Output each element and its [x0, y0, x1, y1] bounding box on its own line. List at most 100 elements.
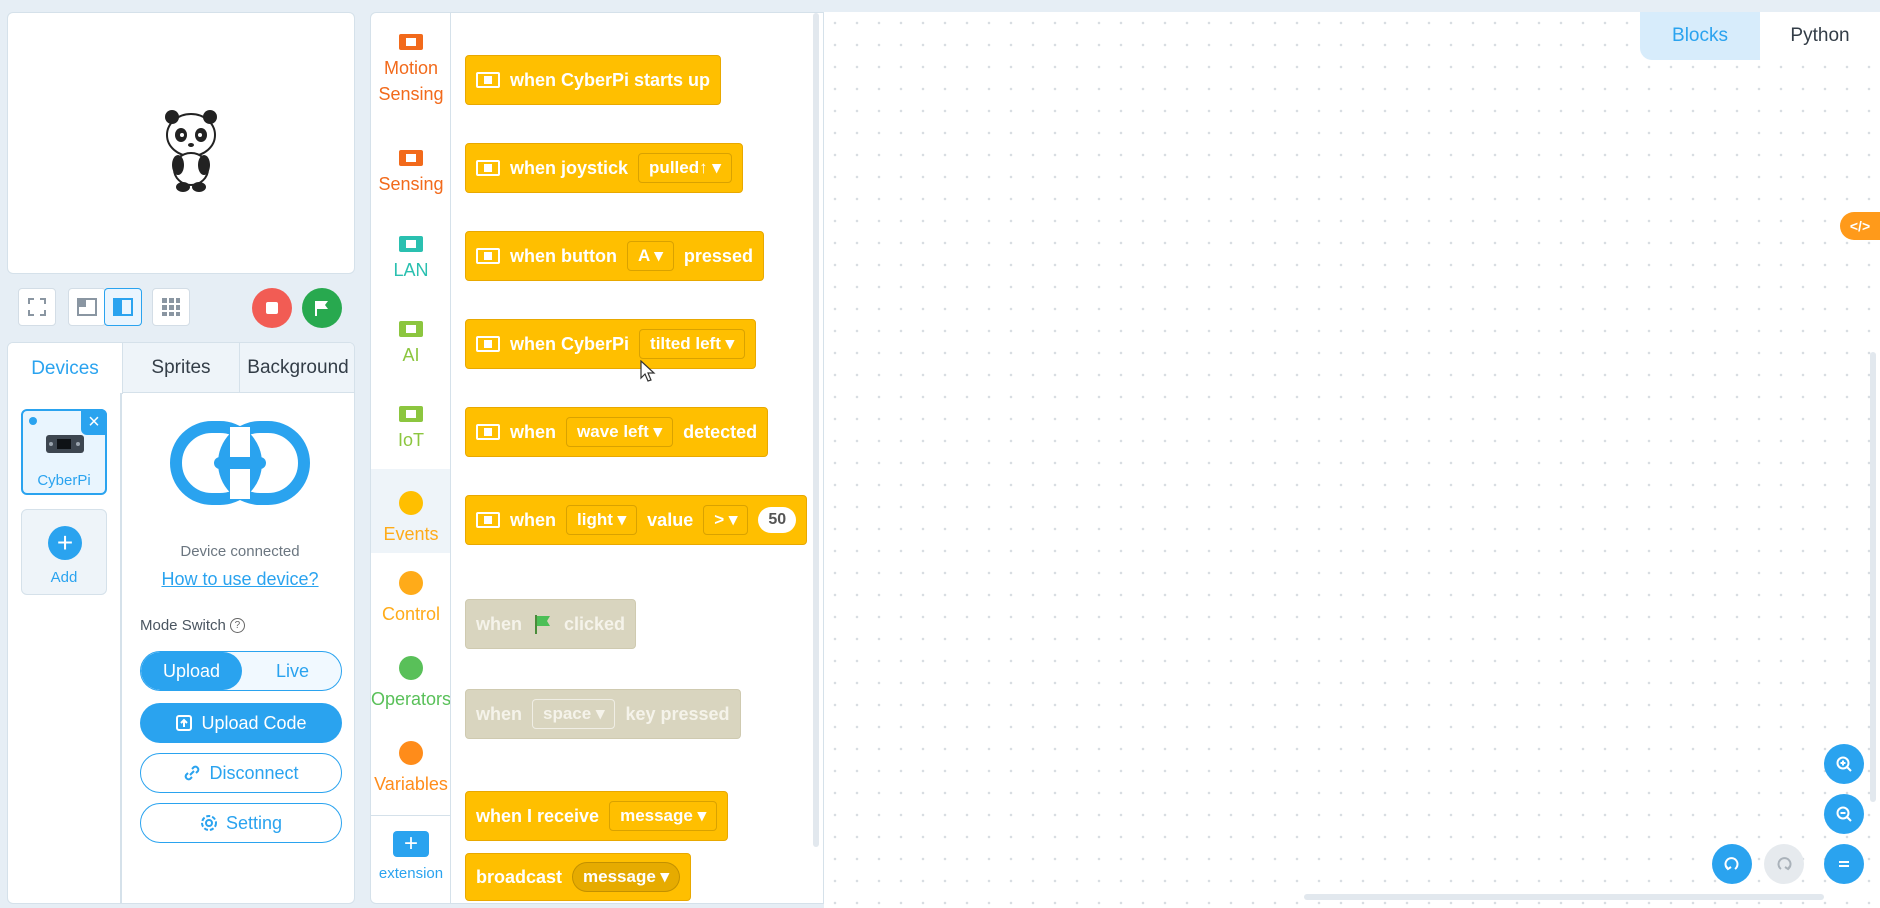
- block-text: pressed: [683, 245, 753, 266]
- stop-button[interactable]: [252, 288, 292, 328]
- undo-button[interactable]: [1712, 844, 1752, 884]
- block-text: when: [476, 613, 523, 634]
- cyberpi-chip-icon: [476, 248, 500, 264]
- category-control[interactable]: Control: [371, 571, 451, 627]
- fullscreen-icon: [28, 298, 46, 316]
- upload-icon: [176, 715, 193, 731]
- remove-device-button[interactable]: ×: [81, 409, 107, 435]
- grid-view-button[interactable]: [152, 288, 190, 326]
- sensor-dropdown[interactable]: light ▾: [566, 505, 638, 535]
- normal-stage-button[interactable]: [104, 288, 142, 326]
- block-when-wave[interactable]: when wave left ▾ detected: [465, 388, 769, 457]
- block-text: key pressed: [625, 703, 730, 724]
- mode-upload[interactable]: Upload: [141, 652, 242, 690]
- help-icon[interactable]: ?: [229, 618, 245, 633]
- workspace-horizontal-scrollbar[interactable]: [1304, 894, 1824, 900]
- dropdown-value: message: [620, 806, 693, 825]
- workspace-vertical-scrollbar[interactable]: [1870, 352, 1876, 802]
- flag-icon: [315, 301, 328, 316]
- block-text: when button: [510, 245, 617, 266]
- disconnect-button[interactable]: Disconnect: [140, 753, 342, 793]
- divider: [371, 815, 451, 816]
- extension-button[interactable]: + extension: [371, 831, 451, 883]
- dropdown-value: tilted left: [650, 334, 721, 353]
- zoom-in-button[interactable]: [1824, 744, 1864, 784]
- message-dropdown[interactable]: message ▾: [609, 801, 718, 831]
- unlink-icon: [185, 765, 200, 781]
- button-dropdown[interactable]: A ▾: [626, 241, 674, 271]
- green-flag-button[interactable]: [302, 288, 342, 328]
- tab-devices[interactable]: Devices: [8, 343, 123, 394]
- block-text: value: [647, 509, 694, 530]
- block-broadcast[interactable]: broadcast message ▾: [465, 853, 692, 901]
- block-text: when CyberPi: [510, 333, 630, 354]
- selected-dot: [29, 417, 37, 425]
- block-when-flag-clicked[interactable]: when clicked: [465, 580, 637, 649]
- block-when-key-pressed[interactable]: when space ▾ key pressed: [465, 670, 741, 739]
- tab-background[interactable]: Background: [247, 357, 349, 378]
- palette-scrollbar[interactable]: [813, 13, 819, 847]
- block-text: when: [510, 421, 557, 442]
- value-input[interactable]: 50: [758, 507, 797, 533]
- block-when-button[interactable]: when button A ▾ pressed: [465, 212, 764, 281]
- cyberpi-device-icon: [46, 435, 84, 453]
- wave-dropdown[interactable]: wave left ▾: [566, 417, 674, 447]
- connected-link-icon: [170, 421, 310, 505]
- block-when-light-value[interactable]: when light ▾ value > ▾ 50: [465, 476, 808, 545]
- plus-icon: +: [48, 526, 82, 560]
- dropdown-value: A: [637, 246, 650, 265]
- category-label: Control: [381, 604, 441, 624]
- comparator-dropdown[interactable]: > ▾: [703, 505, 749, 535]
- block-when-i-receive[interactable]: when I receive message ▾: [465, 772, 729, 841]
- stop-icon: [266, 302, 278, 314]
- how-to-use-link[interactable]: How to use device?: [161, 569, 319, 589]
- broadcast-message-dropdown[interactable]: message ▾: [572, 862, 681, 892]
- category-operators[interactable]: Operators: [371, 656, 451, 712]
- mode-live[interactable]: Live: [275, 660, 310, 681]
- category-motion-sensing[interactable]: Motion Sensing: [371, 33, 451, 107]
- tilt-dropdown[interactable]: tilted left ▾: [639, 329, 746, 359]
- fullscreen-button[interactable]: [18, 288, 56, 326]
- device-panel: Devices Sprites Background × CyberPi + A…: [7, 342, 355, 904]
- panda-sprite[interactable]: [156, 105, 226, 195]
- category-iot[interactable]: IoT: [371, 405, 451, 453]
- tab-blocks[interactable]: Blocks: [1640, 12, 1760, 60]
- joystick-dropdown[interactable]: pulled↑ ▾: [638, 153, 732, 183]
- category-lan[interactable]: LAN: [371, 235, 451, 283]
- category-label: Events: [383, 524, 439, 544]
- small-stage-button[interactable]: [68, 288, 106, 326]
- key-dropdown[interactable]: space ▾: [532, 699, 616, 729]
- code-view-toggle[interactable]: </>: [1840, 212, 1880, 240]
- normal-layout-icon: [113, 298, 133, 316]
- stage-canvas[interactable]: [7, 12, 355, 274]
- category-label: Operators: [371, 689, 452, 709]
- redo-button[interactable]: [1764, 844, 1804, 884]
- category-ai[interactable]: AI: [371, 320, 451, 368]
- category-variables[interactable]: Variables: [371, 741, 451, 797]
- block-when-tilted[interactable]: when CyberPi tilted left ▾: [465, 300, 757, 369]
- upload-code-button[interactable]: Upload Code: [140, 703, 342, 743]
- variables-dot-icon: [399, 741, 423, 765]
- category-events[interactable]: Events: [371, 469, 451, 553]
- block-text: when joystick: [510, 157, 629, 178]
- block-when-starts-up[interactable]: when CyberPi starts up: [465, 36, 722, 105]
- add-device-button[interactable]: + Add: [21, 509, 107, 595]
- code-workspace[interactable]: Blocks Python </>: [824, 12, 1880, 908]
- cyberpi-chip-icon: [476, 72, 500, 88]
- zoom-out-button[interactable]: [1824, 794, 1864, 834]
- setting-button[interactable]: Setting: [140, 803, 342, 843]
- device-list: × CyberPi + Add: [8, 393, 122, 903]
- small-layout-icon: [77, 298, 97, 316]
- mode-switch-label: Mode Switch ?: [140, 617, 245, 634]
- device-status: Device connected: [180, 543, 300, 560]
- stage-view-toolbar: [18, 288, 348, 328]
- block-when-joystick[interactable]: when joystick pulled↑ ▾: [465, 124, 743, 193]
- tab-sprites[interactable]: Sprites: [123, 343, 240, 393]
- reset-zoom-button[interactable]: [1824, 844, 1864, 884]
- tab-python[interactable]: Python: [1760, 12, 1880, 60]
- cyberpi-chip-icon: [399, 150, 423, 166]
- category-label: AI: [402, 345, 420, 365]
- category-label: IoT: [397, 430, 424, 450]
- category-sensing[interactable]: Sensing: [371, 149, 451, 197]
- device-card-cyberpi[interactable]: × CyberPi: [21, 409, 107, 495]
